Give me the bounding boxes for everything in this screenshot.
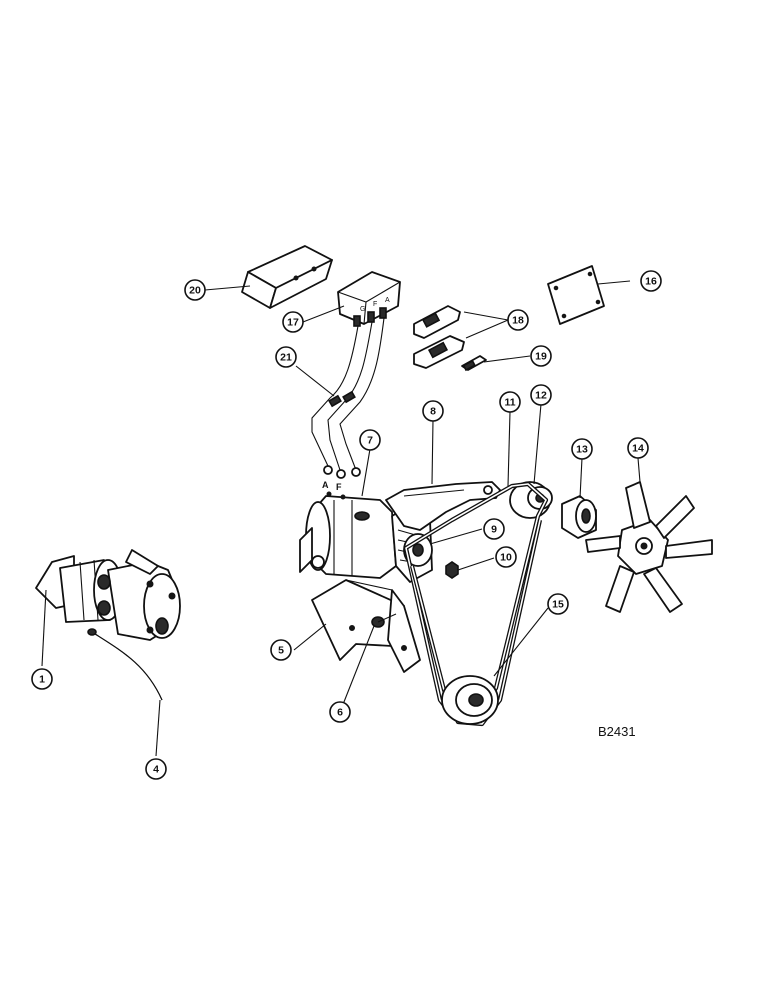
callout-18: 18	[507, 309, 529, 331]
callout-number: 14	[632, 443, 644, 455]
callout-21: 21	[275, 346, 297, 368]
callout-16: 16	[640, 270, 662, 292]
callout-number: 19	[535, 351, 547, 363]
callout-1: 1	[31, 668, 53, 690]
svg-text:F: F	[336, 482, 342, 492]
callout-4: 4	[145, 758, 167, 780]
callout-circle	[495, 546, 517, 568]
svg-text:A: A	[322, 480, 329, 490]
callout-circle	[275, 346, 297, 368]
callout-number: 6	[337, 707, 343, 719]
callout-6: 6	[329, 701, 351, 723]
callout-circle	[507, 309, 529, 331]
part-6-bolt	[371, 613, 397, 628]
callout-8: 8	[422, 400, 444, 422]
callout-number: 17	[287, 317, 299, 329]
part-14-fan	[585, 481, 713, 613]
callout-number: 21	[280, 352, 292, 364]
part-19-clip	[461, 355, 487, 372]
part-1-starter-motor	[35, 549, 181, 641]
callout-number: 12	[535, 390, 547, 402]
callout-19: 19	[530, 345, 552, 367]
callout-17: 17	[282, 311, 304, 333]
callout-number: 7	[367, 435, 373, 447]
callout-circle	[530, 345, 552, 367]
callout-13: 13	[571, 438, 593, 460]
part-18-brush-holders	[413, 305, 465, 369]
callout-11: 11	[499, 391, 521, 413]
part-4-cable	[87, 628, 163, 701]
callout-circle	[499, 391, 521, 413]
callout-7: 7	[359, 429, 381, 451]
svg-text:G: G	[360, 306, 365, 313]
callout-circle	[329, 701, 351, 723]
part-10-nut	[445, 561, 459, 579]
callout-number: 13	[576, 444, 588, 456]
callout-number: 11	[504, 397, 515, 409]
callout-circle	[483, 518, 505, 540]
svg-text:F: F	[373, 301, 377, 308]
callout-number: 20	[189, 285, 201, 297]
callout-circle	[547, 593, 569, 615]
callout-number: 9	[491, 524, 497, 536]
leader-lines	[41, 280, 641, 757]
callout-circle	[359, 429, 381, 451]
callout-number: 10	[500, 552, 512, 564]
callout-10: 10	[495, 546, 517, 568]
callout-number: 1	[39, 674, 45, 686]
callout-number: 15	[552, 599, 564, 611]
callout-9: 9	[483, 518, 505, 540]
callout-15: 15	[547, 593, 569, 615]
figure-code: B2431	[598, 724, 636, 739]
part-13-spacer	[561, 495, 597, 539]
callout-number: 18	[512, 315, 524, 327]
callout-circle	[31, 668, 53, 690]
callout-20: 20	[184, 279, 206, 301]
callout-circle	[422, 400, 444, 422]
callout-number: 8	[430, 406, 436, 418]
callout-5: 5	[270, 639, 292, 661]
callout-circle	[530, 384, 552, 406]
callout-12: 12	[530, 384, 552, 406]
crankshaft-pulley	[441, 675, 499, 725]
part-9-generator-pulley	[403, 533, 433, 567]
callout-circle	[640, 270, 662, 292]
callout-circle	[145, 758, 167, 780]
callout-number: 5	[278, 645, 284, 657]
callout-circle	[184, 279, 206, 301]
callout-circle	[282, 311, 304, 333]
part-21-wiring-harness	[311, 317, 385, 479]
part-5-bracket	[311, 579, 421, 673]
part-16-plate	[547, 265, 605, 325]
callout-number: 4	[153, 764, 159, 776]
callout-circle	[627, 437, 649, 459]
callout-circle	[270, 639, 292, 661]
part-17-regulator: G F A	[337, 271, 401, 327]
part-20-shield	[241, 245, 333, 309]
part-8-adjusting-strap	[385, 481, 501, 531]
callout-14: 14	[627, 437, 649, 459]
svg-text:A: A	[385, 297, 390, 304]
callout-number: 16	[645, 276, 657, 288]
callout-circle	[571, 438, 593, 460]
